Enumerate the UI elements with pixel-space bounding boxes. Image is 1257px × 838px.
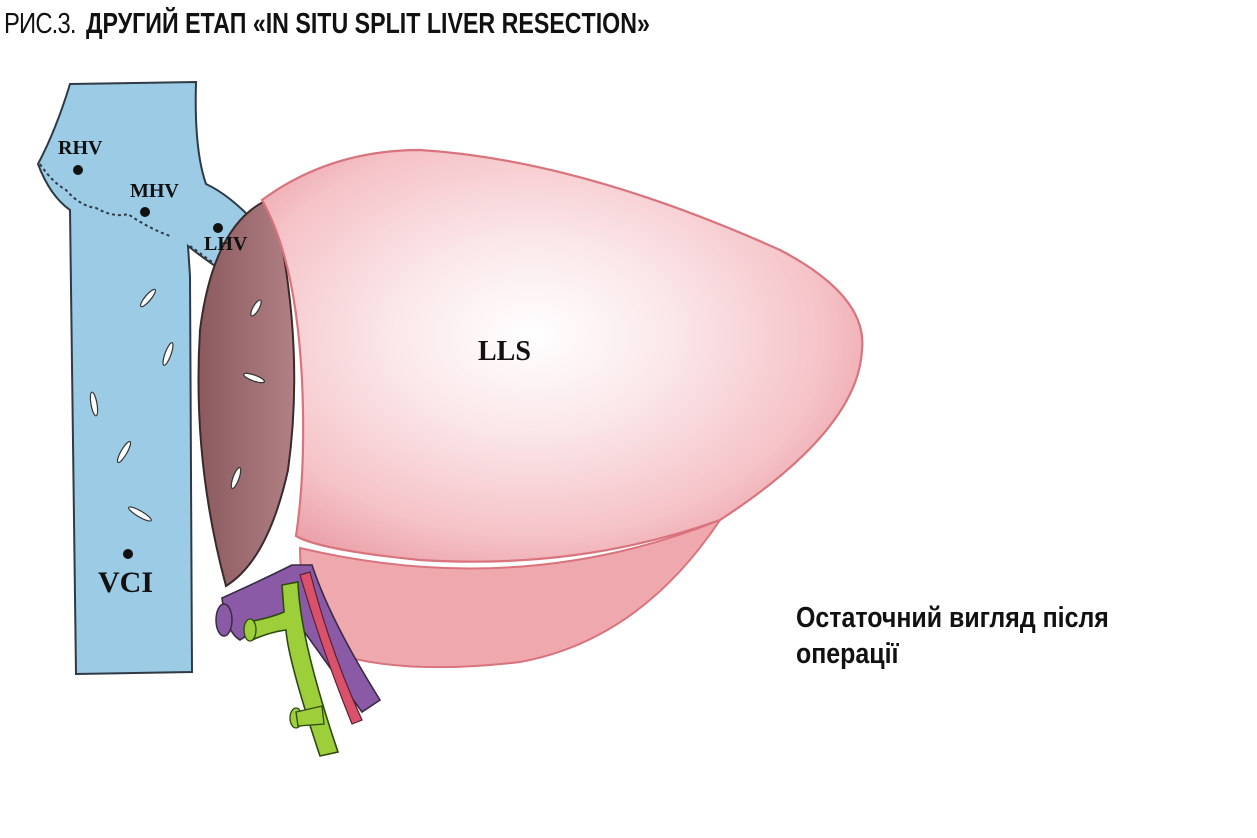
- lhv-marker: [213, 223, 223, 233]
- figure-heading: ДРУГИЙ ЕТАП «IN SITU SPLIT LIVER RESECTI…: [85, 8, 650, 40]
- label-mhv: MHV: [130, 180, 179, 202]
- mhv-marker: [140, 207, 150, 217]
- label-lls: LLS: [478, 336, 531, 367]
- rhv-marker: [73, 165, 83, 175]
- figure-number: РИС.3.: [4, 8, 76, 40]
- vci-marker: [123, 549, 133, 559]
- label-vci: VCI: [98, 566, 153, 599]
- hepatic-artery: [299, 571, 363, 725]
- figure-caption: Остаточний вигляд після операції: [796, 602, 1109, 670]
- liver-cut-surface: [197, 196, 296, 588]
- figure-title: РИС.3. ДРУГИЙ ЕТАП «IN SITU SPLIT LIVER …: [4, 8, 791, 41]
- liver-lls: [260, 148, 864, 563]
- hilar-vessels: [215, 564, 382, 757]
- surgical-clips: [89, 288, 265, 522]
- label-lhv: LHV: [204, 233, 248, 255]
- label-rhv: RHV: [58, 137, 103, 159]
